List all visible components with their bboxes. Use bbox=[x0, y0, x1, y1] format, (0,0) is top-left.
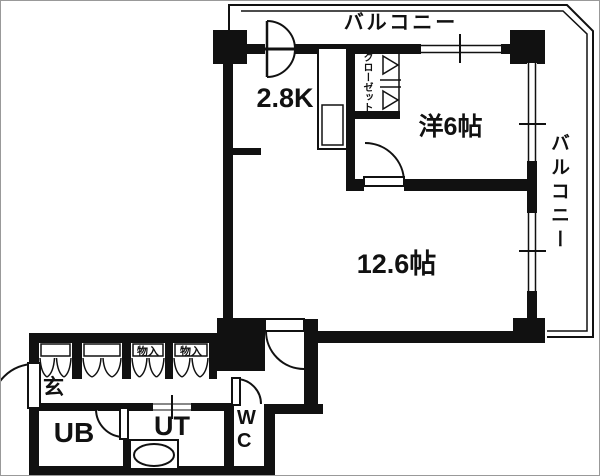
structural-columns bbox=[213, 30, 545, 371]
unit-bath-door bbox=[95, 407, 129, 440]
column-bottom-right bbox=[513, 318, 545, 343]
entrance-label: 玄 bbox=[43, 376, 64, 399]
window-right-upper bbox=[519, 63, 546, 161]
balcony-railing bbox=[228, 4, 594, 338]
balcony-door bbox=[264, 20, 297, 78]
unit-bath-label: UB bbox=[53, 417, 95, 448]
window-right-lower bbox=[519, 213, 546, 291]
western-room-label: 洋6帖 bbox=[418, 113, 483, 141]
kitchen-counter bbox=[317, 47, 348, 150]
toilet-label: WC bbox=[237, 407, 256, 452]
closet-bifold-door bbox=[380, 54, 401, 111]
interior-walls bbox=[39, 54, 527, 475]
exterior-walls bbox=[29, 44, 537, 475]
living-room-label: 12.6帖 bbox=[356, 249, 437, 279]
kitchen-sink bbox=[321, 104, 344, 146]
balcony-top-label: バルコニー bbox=[343, 12, 459, 34]
toilet-door bbox=[231, 377, 262, 406]
storage-label-2: 物入 bbox=[180, 346, 202, 358]
balcony-right-label: バルコニー bbox=[548, 133, 569, 253]
kitchen-room-label: 2.8K bbox=[256, 83, 314, 113]
bedroom-door bbox=[363, 142, 405, 187]
washing-machine bbox=[129, 439, 179, 470]
storage-label-1: 物入 bbox=[137, 346, 159, 358]
utility-opening bbox=[153, 395, 191, 419]
closet-label: クローゼット bbox=[361, 52, 372, 112]
window-top bbox=[421, 34, 501, 63]
corridor-storage-doors bbox=[39, 343, 209, 378]
living-room-door bbox=[264, 318, 305, 370]
entrance-door bbox=[1, 362, 41, 409]
utility-label: UT bbox=[154, 411, 190, 441]
column-hallway bbox=[217, 318, 265, 371]
